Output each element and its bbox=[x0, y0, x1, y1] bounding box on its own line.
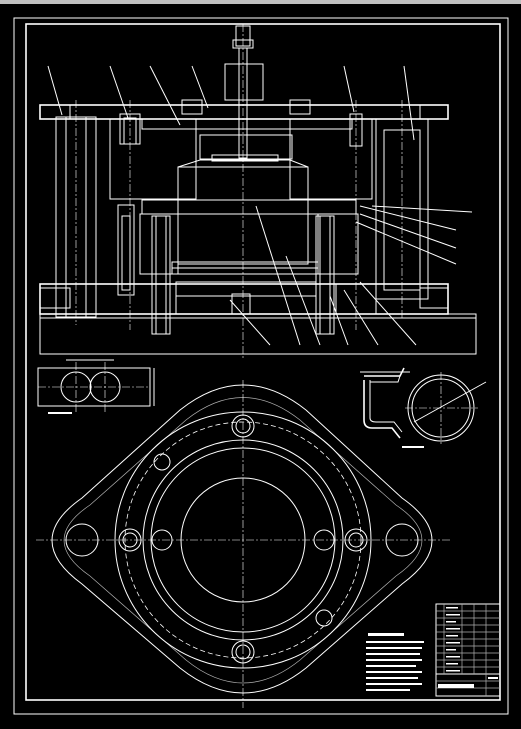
drawing-frame bbox=[25, 23, 501, 701]
sheet-border bbox=[13, 17, 509, 715]
technical-notes bbox=[366, 633, 424, 691]
window-top-strip bbox=[0, 0, 521, 4]
part-detail-view bbox=[360, 367, 487, 448]
title-block bbox=[435, 603, 501, 697]
model-space bbox=[0, 4, 521, 729]
assembly-section-view bbox=[39, 24, 477, 360]
strip-layout-view bbox=[37, 359, 155, 414]
plan-view bbox=[36, 380, 452, 708]
